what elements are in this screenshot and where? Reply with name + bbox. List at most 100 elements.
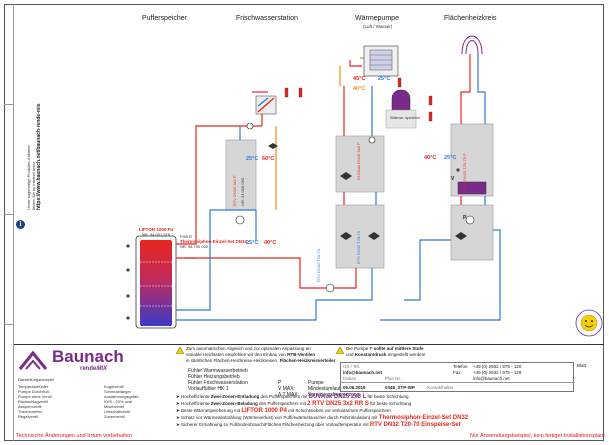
pump-p-label: P bbox=[463, 215, 467, 221]
logo-name: Baunach bbox=[52, 347, 124, 366]
legend-item: Vorlauffühler HK 1 bbox=[188, 386, 229, 392]
section-title-waermepumpe: Wärmepumpe bbox=[355, 15, 399, 22]
note-line-2: variable Heizlasten empfehlen wir den Ei… bbox=[186, 352, 316, 357]
tb-mail[interactable]: info@baunach.net bbox=[473, 376, 510, 381]
left-ruler-divider-1 bbox=[4, 104, 13, 105]
tb-web[interactable]: info@baunach.net bbox=[343, 370, 383, 375]
legend-symbol: Kugelventil bbox=[104, 384, 124, 389]
cool-pipes bbox=[176, 54, 501, 321]
note-line-5: und Konstantdruck eingestellt werden! bbox=[346, 352, 426, 357]
footer-left: Technische Änderungen und Irrtum vorbeha… bbox=[16, 433, 132, 439]
temp-label: 40°C bbox=[264, 240, 277, 246]
fw-box bbox=[225, 139, 257, 211]
temp-label: 45°C bbox=[353, 76, 366, 82]
tb-nr-label: Plan Nr. bbox=[385, 376, 402, 381]
bottom-panel-border bbox=[14, 344, 604, 345]
parts-item: ➤ Hocheffiziente Zwei-Zonen-Entladung de… bbox=[176, 394, 409, 400]
tb-date: 05.06.2019 bbox=[343, 385, 366, 390]
note-box-2: Die Pumpe P sollte auf mittlere Stufe un… bbox=[336, 346, 476, 368]
section-subtitle-waermepumpe: (Luft / Wasser) bbox=[363, 24, 393, 29]
legend-key: P bbox=[278, 380, 282, 386]
puffer-drum-label: Wärme- speicher bbox=[390, 115, 421, 120]
fh-label: RTV DN32 T20-70 P bbox=[462, 153, 467, 190]
temp-label: 25°C bbox=[246, 240, 259, 246]
section-title-frischwasser: Frischwasserstation bbox=[236, 15, 298, 22]
sensors bbox=[126, 168, 460, 320]
temp-label: 40°C bbox=[424, 155, 437, 161]
tb-kontakt: Kontakthalter bbox=[427, 385, 454, 390]
legend-symbol: Temperaturfühler bbox=[18, 384, 49, 389]
tb-date-label: Datum bbox=[343, 376, 357, 381]
warning-icon bbox=[176, 347, 184, 354]
legend-symbol: Umschaltventil bbox=[104, 409, 131, 414]
parts-item: ➤ Hocheffiziente Zwei-Zonen-Beladung des… bbox=[176, 401, 412, 407]
symbol-legend: Temperaturfühler Pumpe Durchfluß Pumpe o… bbox=[18, 384, 168, 432]
hot-pipes bbox=[176, 54, 471, 289]
info-icon: i bbox=[16, 220, 25, 229]
legend-symbol: KVS - 20% oval bbox=[104, 399, 133, 404]
legend-item: Fühler Heizungsbetrieb bbox=[188, 374, 240, 380]
footer-right: Nur Anwendungsbeispiel, kein fertiger In… bbox=[470, 433, 605, 439]
legend-key-desc: Mindestumlauf bbox=[308, 386, 341, 392]
tb-fax: +49 (0) 2932 / 975 - 129 bbox=[473, 370, 522, 375]
logo-caption: Darstellungsbeispiel bbox=[18, 377, 54, 382]
legend-symbol: Thermometer bbox=[18, 409, 43, 414]
parts-list: ➤ Hocheffiziente Zwei-Zonen-Entladung de… bbox=[176, 394, 596, 428]
symbol-legend-col-2: Kugelventil Schmutzfänger Ausdehnungsgef… bbox=[104, 384, 139, 419]
section-title-puffer: Pufferspeicher bbox=[142, 15, 188, 22]
fh-heat-exchanger bbox=[457, 181, 487, 195]
section-title-flaechen: Flächenheizkreis bbox=[444, 15, 497, 22]
legend-symbol: Pumpe Durchfluß bbox=[18, 389, 50, 394]
tb-head-2: Telefon bbox=[453, 364, 468, 369]
wp-mid-label: RTV DN32 T20-70 bbox=[316, 249, 321, 282]
note-line-4: Die Pumpe P sollte auf mittlere Stufe bbox=[346, 346, 424, 351]
parts-item: ➤ Sicherer Ermahnung zu Fußbodenbrauch/F… bbox=[176, 422, 461, 428]
parts-item: ➤ Schutz vor Wärmeabstrahlung (Wärmeverl… bbox=[176, 415, 469, 421]
warning-icon bbox=[336, 347, 344, 354]
tb-head-3: Fax bbox=[453, 370, 461, 375]
left-ruler-divider-3 bbox=[4, 324, 13, 325]
left-ruler-divider-2 bbox=[4, 214, 13, 215]
pumps bbox=[235, 122, 475, 293]
legend-key-desc: Spreizungsbegrenzung bbox=[308, 392, 360, 398]
temp-label: 60°C bbox=[262, 156, 275, 162]
note-line-3: in sämtlichen Flächen-Heizkreise-Heizkre… bbox=[186, 358, 336, 363]
legend-item: Fühler Warmwasserbetrieb bbox=[188, 368, 248, 374]
fh-box-lower bbox=[450, 204, 494, 261]
temp-label: 25°C bbox=[378, 76, 391, 82]
smiley-badge-icon bbox=[575, 309, 603, 337]
legend-symbol: Zonenventil bbox=[104, 414, 125, 419]
temp-label: 40°C bbox=[353, 86, 366, 92]
temp-label: 25°C bbox=[246, 156, 259, 162]
wp-upper-label: DUVAux DN25 2x3 P bbox=[356, 142, 361, 180]
legend-key-desc: Pumpe bbox=[308, 380, 324, 386]
logo-sub: rendeMIX bbox=[80, 366, 108, 372]
floor-heating-loop bbox=[461, 35, 483, 55]
sensor-legend: Fühler Warmwasserbetrieb Fühler Heizungs… bbox=[176, 368, 406, 398]
parts-item: ➤ Beste Wärmespeicherung mit LIFTOR 1000… bbox=[176, 408, 391, 414]
tb-tel: +49 (0) 2932 / 975 - 120 bbox=[473, 364, 522, 369]
legend-symbol: Absperrventil bbox=[18, 404, 42, 409]
left-ruler bbox=[4, 4, 14, 441]
fw-label-nr: NR. 34 000 060 bbox=[240, 177, 245, 206]
wp-lower-label: RTV DN32 T20-70 bbox=[356, 231, 361, 264]
logo-block: Baunach rendeMIX bbox=[14, 345, 194, 377]
baunach-logo-icon bbox=[18, 350, 48, 370]
thermosiphon-label: FHB R Thermosiphon-Einzel-Set DN32 NR. 9… bbox=[180, 234, 248, 249]
legend-symbol: Schmutzfänger bbox=[104, 389, 131, 394]
tb-head-1: Ort / Tel. bbox=[343, 364, 360, 369]
legend-symbol: Regelventil bbox=[18, 414, 38, 419]
title-block: Ort / Tel. info@baunach.net Telefon +49 … bbox=[340, 362, 575, 392]
legend-symbol: Rückschlagventil bbox=[18, 399, 49, 404]
tb-blatt: Blatt bbox=[577, 363, 587, 368]
temp-label: 25°C bbox=[444, 155, 457, 161]
pump-v-label: V bbox=[451, 176, 455, 182]
tb-nr: 0348_STP-WP bbox=[385, 385, 416, 390]
legend-key: Δ T MAX: bbox=[278, 392, 300, 398]
thermometers bbox=[284, 77, 433, 122]
liftor-label: LIFTOR 1000 P4 NR. 94 001 578 bbox=[138, 227, 174, 237]
fw-label: RTV DN25 3x2 P bbox=[232, 175, 237, 206]
hydraulic-schematic bbox=[126, 35, 501, 329]
legend-key: V̇ MAX: bbox=[278, 386, 295, 392]
note-line-1: Zum automatischen Abgleich und zur optim… bbox=[186, 346, 311, 351]
